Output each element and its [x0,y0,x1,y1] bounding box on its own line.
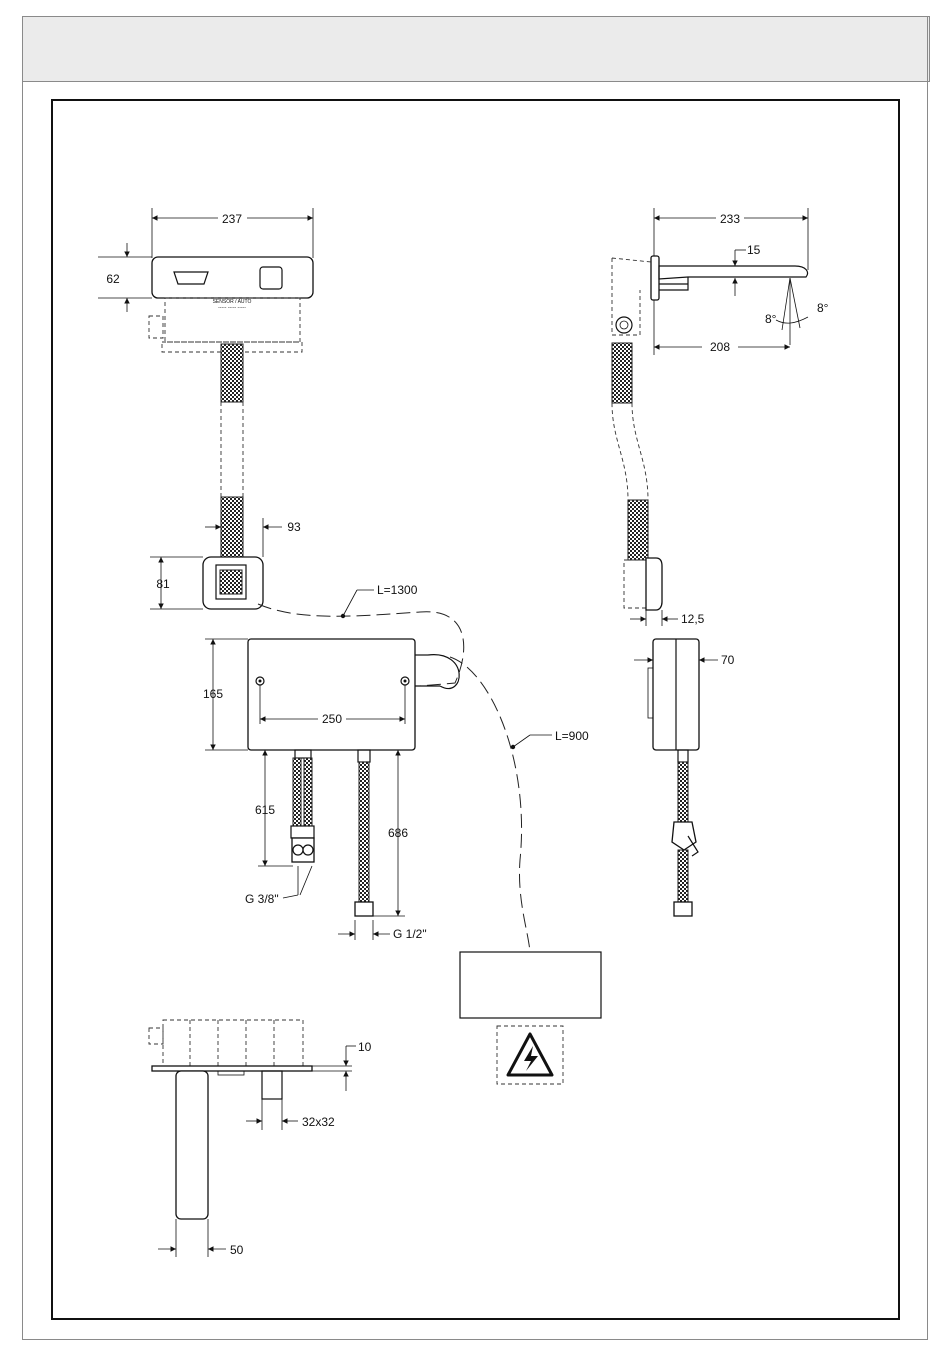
dim-spout-width: 50 [230,1243,244,1257]
control-box-view: 165 250 615 [203,639,601,1084]
high-voltage-warning-icon [508,1034,552,1075]
front-view: 237 62 SENSOR / AUTO ----- ----- ----- [98,208,464,686]
dim-outlet-thread: G 1/2" [393,927,427,941]
dim-spray-right: 8° [817,301,829,315]
side-view: 233 15 8° 8° 208 [612,208,829,916]
dim-plate-thickness: 10 [358,1040,372,1054]
dim-inlet-thread: G 3/8" [245,892,279,906]
dim-outlet-drop: 15 [747,243,761,257]
dim-supply-cable: L=900 [555,729,589,743]
dim-box-height: 165 [203,687,223,701]
power-supply-box [460,952,601,1018]
dim-sensor-height: 81 [156,577,170,591]
dim-spray-left: 8° [765,312,777,326]
dim-hose-inlet: 615 [255,803,275,817]
svg-text:----- ----- -----: ----- ----- ----- [218,305,246,311]
dim-box-spacing: 250 [322,712,342,726]
spout-section [176,1071,208,1219]
dim-outlet-reach: 208 [710,340,730,354]
dim-faceplate-width: 237 [222,212,242,226]
dim-tube-section: 32x32 [302,1115,335,1129]
dim-box-depth: 70 [721,653,735,667]
dim-sensor-width: 93 [287,520,301,534]
dim-faceplate-height: 62 [106,272,120,286]
dim-spout-projection: 233 [720,212,740,226]
control-box [248,639,415,750]
dim-sensor-cable: L=1300 [377,583,418,597]
dim-hose-outlet: 686 [388,826,408,840]
dim-sensor-plate: 12,5 [681,612,705,626]
section-view: 10 32x32 50 [149,1020,372,1257]
